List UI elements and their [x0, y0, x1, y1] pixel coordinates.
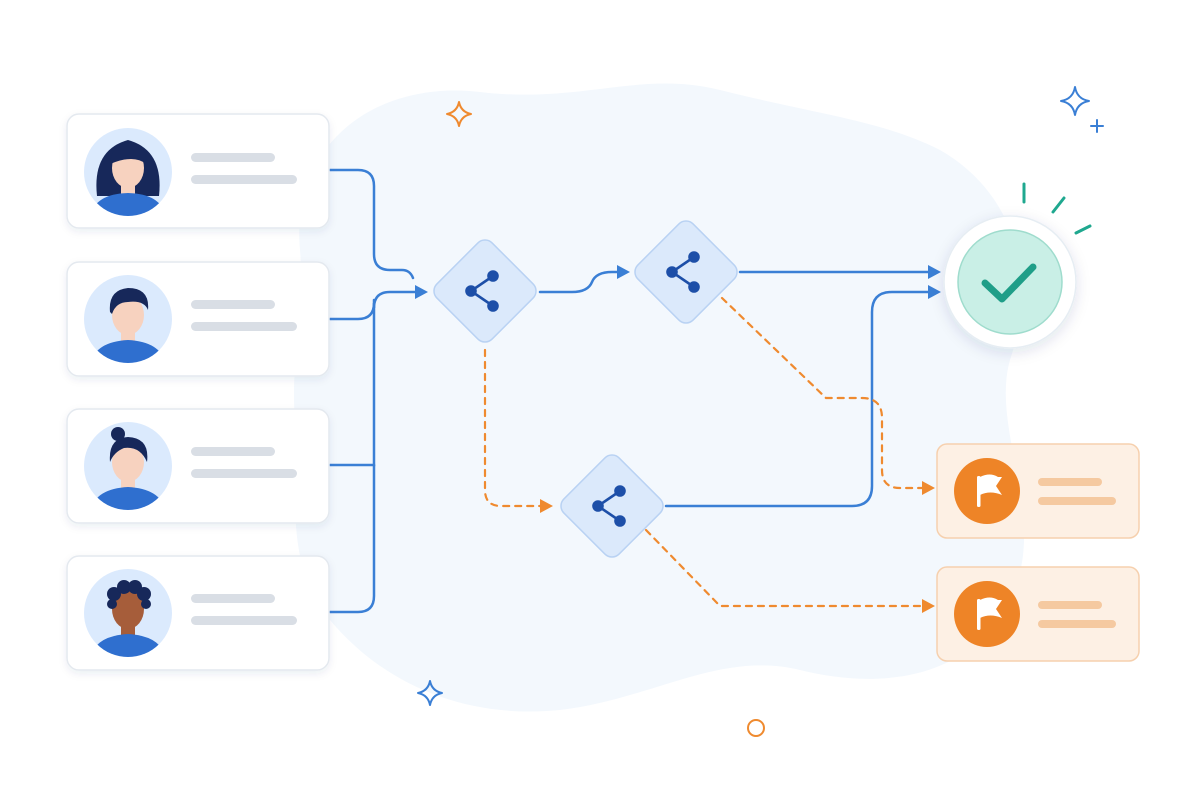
connector-line: [328, 463, 376, 614]
approved-circle: [957, 229, 1063, 335]
arrowhead: [415, 285, 428, 299]
dashed-connector-line: [720, 296, 924, 490]
placeholder-line: [191, 594, 275, 603]
arrowhead: [540, 499, 553, 513]
connector-line: [328, 168, 415, 280]
flag-icon: [977, 474, 1002, 507]
decision-diamond: [634, 220, 738, 324]
connector-line: [538, 270, 620, 294]
arrowhead: [617, 265, 630, 279]
placeholder-line: [191, 469, 297, 478]
connector-line: [664, 290, 930, 508]
placeholder-line: [1038, 497, 1116, 505]
person-card[interactable]: [66, 113, 330, 229]
background-blob: [293, 83, 1025, 712]
arrowhead: [922, 599, 935, 613]
flag-card[interactable]: [936, 566, 1140, 662]
ring-icon: [747, 719, 765, 737]
placeholder-line: [1038, 620, 1116, 628]
decision-node[interactable]: [631, 217, 741, 327]
plus-icon: [1090, 119, 1104, 133]
branch-icon: [592, 485, 626, 527]
placeholder-line: [191, 447, 275, 456]
placeholder-line: [191, 300, 275, 309]
placeholder-line: [191, 616, 297, 625]
person-card[interactable]: [66, 261, 330, 377]
connector-lines: [328, 168, 930, 614]
rejection-lines: [483, 296, 924, 608]
person-card[interactable]: [66, 555, 330, 671]
decision-node[interactable]: [557, 451, 667, 561]
dashed-connector-line: [644, 528, 924, 608]
decision-node[interactable]: [430, 236, 540, 346]
person-card[interactable]: [66, 408, 330, 524]
sparkle-icon: [417, 680, 443, 706]
placeholder-line: [1038, 478, 1102, 486]
decision-diamond: [560, 454, 664, 558]
placeholder-line: [191, 322, 297, 331]
placeholder-line: [191, 153, 275, 162]
arrowhead: [922, 481, 935, 495]
flag-card[interactable]: [936, 443, 1140, 539]
approved-node[interactable]: [943, 182, 1092, 349]
checkmark-icon: [981, 263, 1037, 303]
arrowhead: [928, 265, 941, 279]
sparkle-icon: [1060, 86, 1090, 116]
flag-icon: [977, 597, 1002, 630]
branch-icon: [666, 251, 700, 293]
burst-icon: [1022, 182, 1092, 235]
decision-diamond: [433, 239, 537, 343]
branch-icon: [465, 270, 499, 312]
placeholder-line: [1038, 601, 1102, 609]
arrowheads: [415, 265, 941, 613]
arrowhead: [928, 285, 941, 299]
placeholder-line: [191, 175, 297, 184]
sparkle-icon: [446, 101, 472, 127]
